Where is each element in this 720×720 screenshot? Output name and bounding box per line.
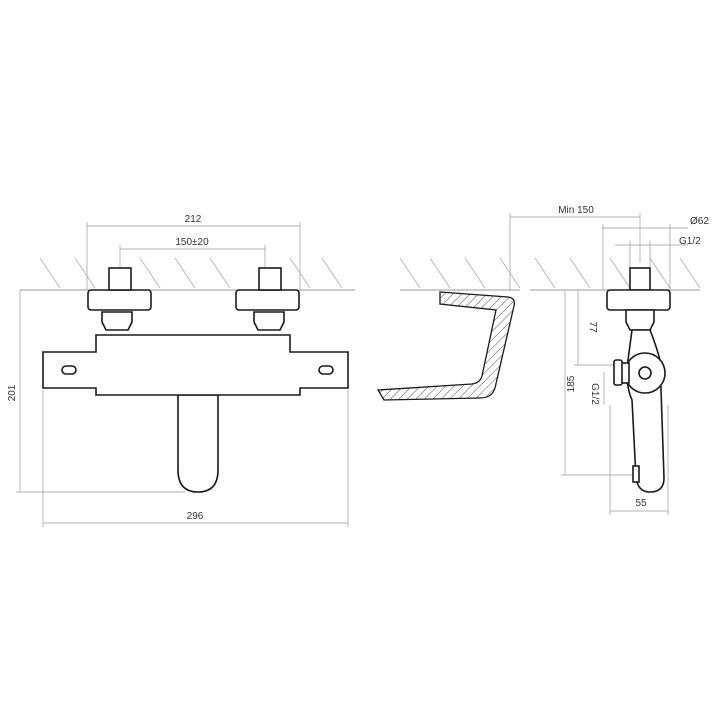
dimension-min-150: Min 150 — [509, 205, 641, 290]
dimension-55-label: 55 — [635, 498, 647, 509]
mixer-body-side — [606, 267, 671, 493]
dimension-212-label: 212 — [185, 214, 202, 225]
dimension-296-label: 296 — [187, 511, 204, 522]
side-wall-hatching — [534, 257, 701, 289]
dimension-201: 201 — [7, 290, 185, 493]
dimension-thread-side-label: G1/2 — [589, 383, 600, 405]
dimension-201-label: 201 — [7, 384, 18, 401]
dimension-thread-side: G1/2 — [589, 372, 605, 405]
dimension-77: 77 — [574, 290, 615, 366]
dimension-thread-top-label: G1/2 — [679, 236, 701, 247]
dimension-296: 296 — [42, 390, 349, 527]
mixer-body-front — [42, 267, 349, 493]
dimension-150-label: 150±20 — [175, 237, 209, 248]
front-wall-hatching — [39, 257, 343, 289]
wall-profile-section — [376, 257, 521, 401]
dimension-min-150-label: Min 150 — [558, 205, 594, 216]
dimension-diameter: Ø62 — [602, 216, 709, 290]
dimension-185: 185 — [561, 290, 640, 476]
front-view: 212 150±20 201 296 — [7, 214, 355, 527]
dimension-150: 150±20 — [119, 237, 266, 268]
dimension-77-label: 77 — [587, 321, 598, 333]
dimension-212: 212 — [86, 214, 301, 290]
middle-wall-hatching — [399, 257, 521, 289]
dimension-thread-top: G1/2 — [615, 236, 701, 268]
dimension-diameter-label: Ø62 — [690, 216, 709, 227]
dimension-55: 55 — [609, 405, 669, 515]
dimension-185-label: 185 — [566, 375, 577, 392]
side-view: Min 150 Ø62 G1/2 77 185 — [509, 205, 709, 515]
